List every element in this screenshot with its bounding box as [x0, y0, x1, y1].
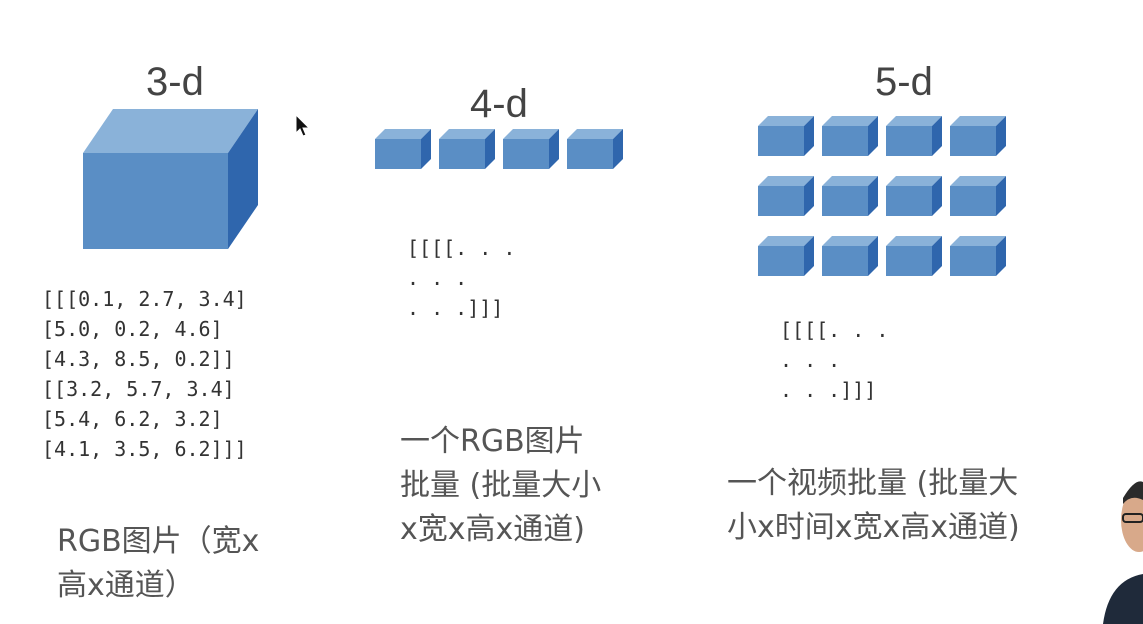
code-line: [5.0, 0.2, 4.6] — [42, 317, 223, 341]
cube-grid-5d — [758, 116, 1006, 276]
code-line: [[3.2, 5.7, 3.4] — [42, 377, 235, 401]
heading-4d: 4-d — [470, 82, 528, 126]
caption-line: 一个RGB图片 — [400, 424, 585, 459]
code-line: [[[0.1, 2.7, 3.4] — [42, 287, 247, 311]
code-3d: [[[0.1, 2.7, 3.4] [5.0, 0.2, 4.6] [4.3, … — [42, 284, 247, 464]
small-cube — [886, 236, 942, 276]
small-cube — [950, 236, 1006, 276]
presenter-figure — [1103, 481, 1143, 624]
small-cube — [886, 176, 942, 216]
small-cube — [439, 129, 495, 169]
code-line: [[[[. . . — [780, 318, 889, 342]
small-cube — [822, 176, 878, 216]
caption-line: x宽x高x通道) — [400, 512, 585, 547]
code-5d: [[[[. . . . . . . . .]]] — [780, 315, 888, 405]
caption-line: 批量 (批量大小 — [400, 468, 602, 503]
cube-3d-side — [228, 109, 258, 249]
code-line: . . . — [407, 266, 468, 290]
small-cube — [375, 129, 431, 169]
caption-3d: RGB图片（宽x 高x通道） — [57, 520, 259, 608]
caption-4d: 一个RGB图片批量 (批量大小 x宽x高x通道) — [400, 420, 601, 552]
small-cube — [503, 129, 559, 169]
code-line: [[[[. . . — [407, 236, 516, 260]
heading-5d: 5-d — [875, 60, 933, 104]
caption-line: 小x时间x宽x高x通道) — [727, 510, 1020, 545]
code-line: . . .]]] — [407, 296, 504, 320]
caption-line: 高x通道） — [57, 568, 195, 603]
small-cube — [950, 176, 1006, 216]
small-cube — [758, 236, 814, 276]
small-cube — [822, 236, 878, 276]
small-cube — [758, 116, 814, 156]
caption-5d: 一个视频批量 (批量大小x时间x宽x高x通道) — [727, 462, 1020, 550]
small-cube — [886, 116, 942, 156]
code-line: [5.4, 6.2, 3.2] — [42, 407, 223, 431]
code-line: [4.1, 3.5, 6.2]]] — [42, 437, 247, 461]
small-cube — [567, 129, 623, 169]
code-4d: [[[[. . . . . . . . .]]] — [407, 233, 515, 323]
heading-3d: 3-d — [146, 60, 204, 104]
caption-line: 一个视频批量 (批量大 — [727, 466, 1019, 501]
cube-3d-front — [83, 153, 228, 249]
code-line: [4.3, 8.5, 0.2]] — [42, 347, 235, 371]
mouse-cursor-icon — [295, 114, 311, 137]
small-cube — [758, 176, 814, 216]
code-line: . . . — [780, 348, 841, 372]
caption-line: RGB图片（宽x — [57, 524, 260, 559]
cube-3d — [83, 109, 258, 249]
small-cube — [822, 116, 878, 156]
cube-row-4d — [375, 129, 623, 169]
small-cube — [950, 116, 1006, 156]
cube-3d-top — [83, 109, 258, 153]
code-line: . . .]]] — [780, 378, 877, 402]
